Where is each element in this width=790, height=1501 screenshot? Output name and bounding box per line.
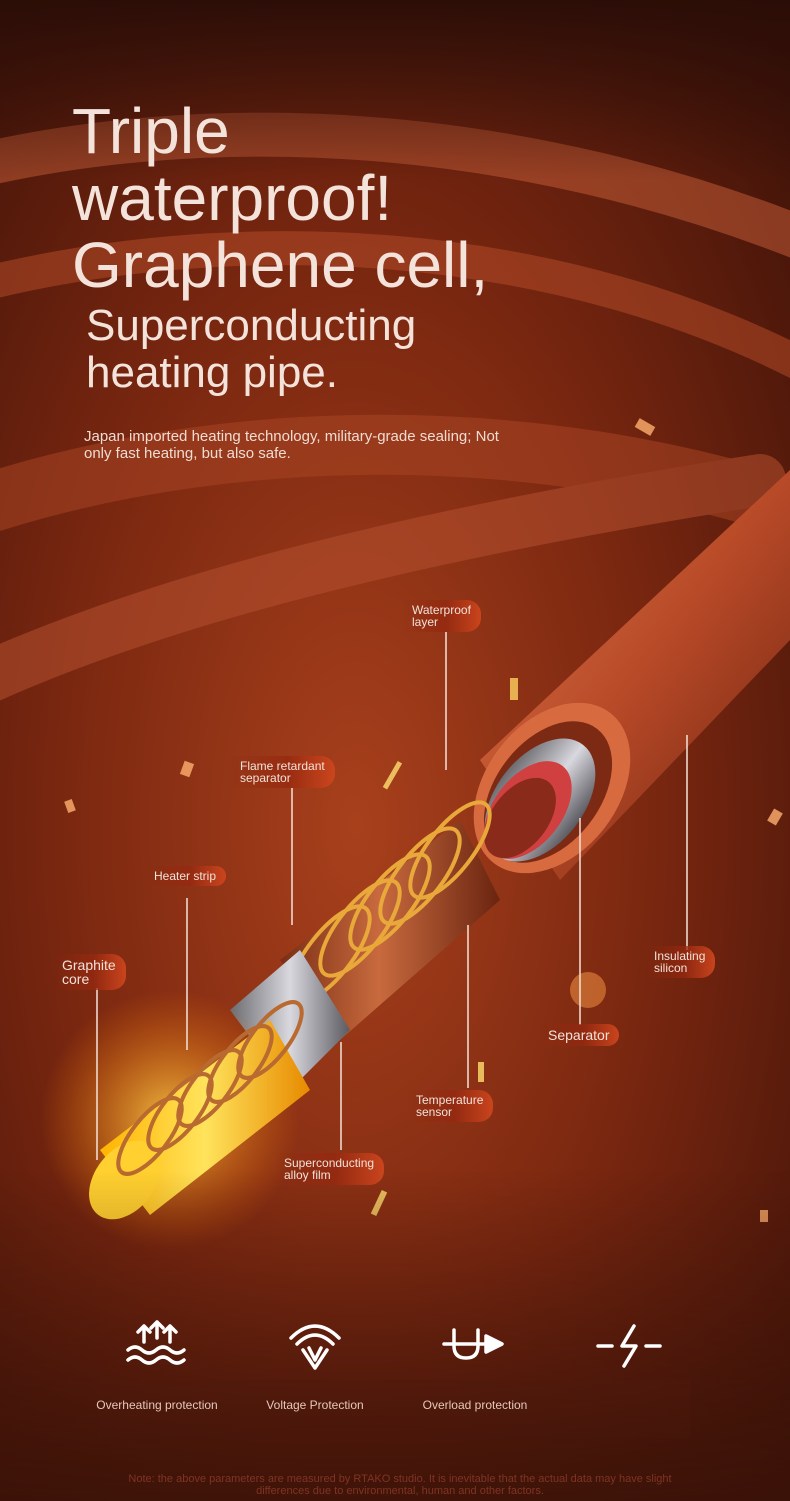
label-separator: Separator bbox=[540, 1024, 620, 1046]
label-line: Superconducting bbox=[284, 1156, 375, 1170]
label-line: silicon bbox=[654, 961, 688, 975]
feature-voltage: Voltage Protection bbox=[240, 1318, 390, 1412]
headline-line: Triple bbox=[72, 95, 230, 167]
label-line: sensor bbox=[416, 1105, 453, 1119]
subheadline-line: heating pipe. bbox=[86, 348, 338, 397]
overheating-waves-icon bbox=[126, 1320, 186, 1365]
label-temperature-sensor: Temperature sensor bbox=[408, 1090, 494, 1122]
label-flame-retardant-separator: Flame retardant separator bbox=[232, 756, 335, 788]
voltage-shield-icon bbox=[289, 1324, 341, 1370]
label-line: core bbox=[62, 971, 90, 987]
feature-label: Overheating protection bbox=[96, 1398, 218, 1412]
label-heater-strip: Heater strip bbox=[146, 866, 227, 886]
headline-line: Graphene cell, bbox=[72, 229, 489, 301]
label-line: Separator bbox=[548, 1027, 610, 1043]
subheadline: Superconducting heating pipe. bbox=[86, 302, 416, 396]
label-line: Insulating bbox=[654, 949, 706, 963]
feature-overheating: Overheating protection bbox=[82, 1318, 232, 1412]
label-line: Waterproof bbox=[412, 603, 471, 617]
feature-lightning bbox=[554, 1318, 704, 1372]
feature-overload: Overload protection bbox=[400, 1318, 550, 1412]
label-insulating-silicon: Insulating silicon bbox=[646, 946, 716, 978]
label-line: alloy film bbox=[284, 1168, 331, 1182]
subheadline-line: Superconducting bbox=[86, 301, 417, 350]
label-graphite-core: Graphite core bbox=[54, 954, 126, 990]
feature-label: Overload protection bbox=[422, 1398, 528, 1412]
headline: Triple waterproof! Graphene cell, bbox=[72, 98, 488, 299]
label-line: Temperature bbox=[416, 1093, 484, 1107]
label-line: Graphite bbox=[62, 957, 116, 973]
label-line: Flame retardant bbox=[240, 759, 325, 773]
label-line: Heater strip bbox=[154, 869, 217, 883]
description: Japan imported heating technology, milit… bbox=[84, 428, 499, 462]
feature-label: Voltage Protection bbox=[266, 1398, 364, 1412]
overload-arrow-icon bbox=[442, 1328, 504, 1360]
label-line: layer bbox=[412, 615, 439, 629]
lightning-bolt-icon bbox=[596, 1324, 662, 1368]
label-waterproof-layer: Waterproof layer bbox=[404, 600, 481, 632]
label-line: separator bbox=[240, 771, 291, 785]
headline-line: waterproof! bbox=[72, 162, 393, 234]
footnote: Note: the above parameters are measured … bbox=[128, 1473, 672, 1497]
label-superconducting-alloy-film: Superconducting alloy film bbox=[276, 1153, 385, 1185]
